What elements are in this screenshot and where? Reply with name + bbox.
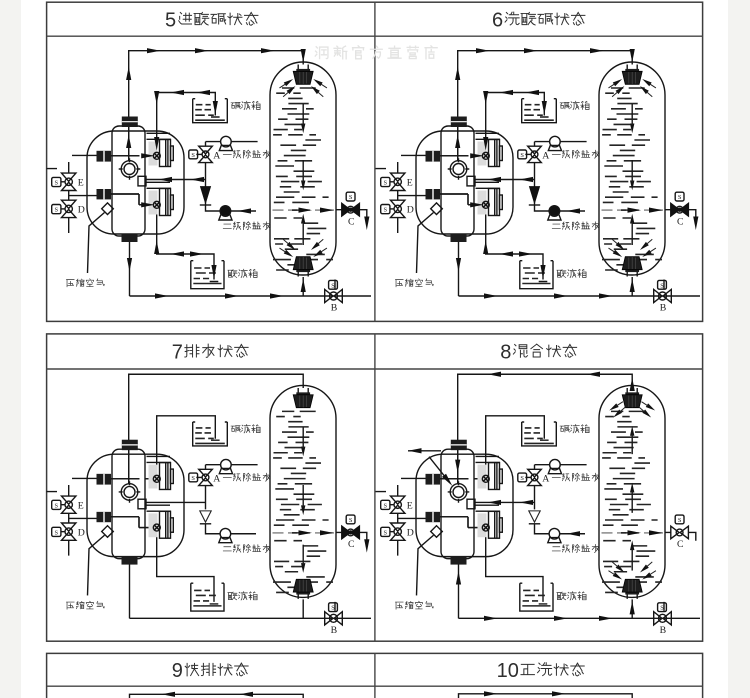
svg-text:10: 10 — [497, 660, 519, 682]
svg-text:9: 9 — [172, 660, 183, 682]
svg-text:8: 8 — [500, 341, 511, 363]
svg-text:7: 7 — [172, 341, 183, 363]
svg-text:6: 6 — [492, 9, 503, 31]
svg-text:5: 5 — [165, 9, 176, 31]
